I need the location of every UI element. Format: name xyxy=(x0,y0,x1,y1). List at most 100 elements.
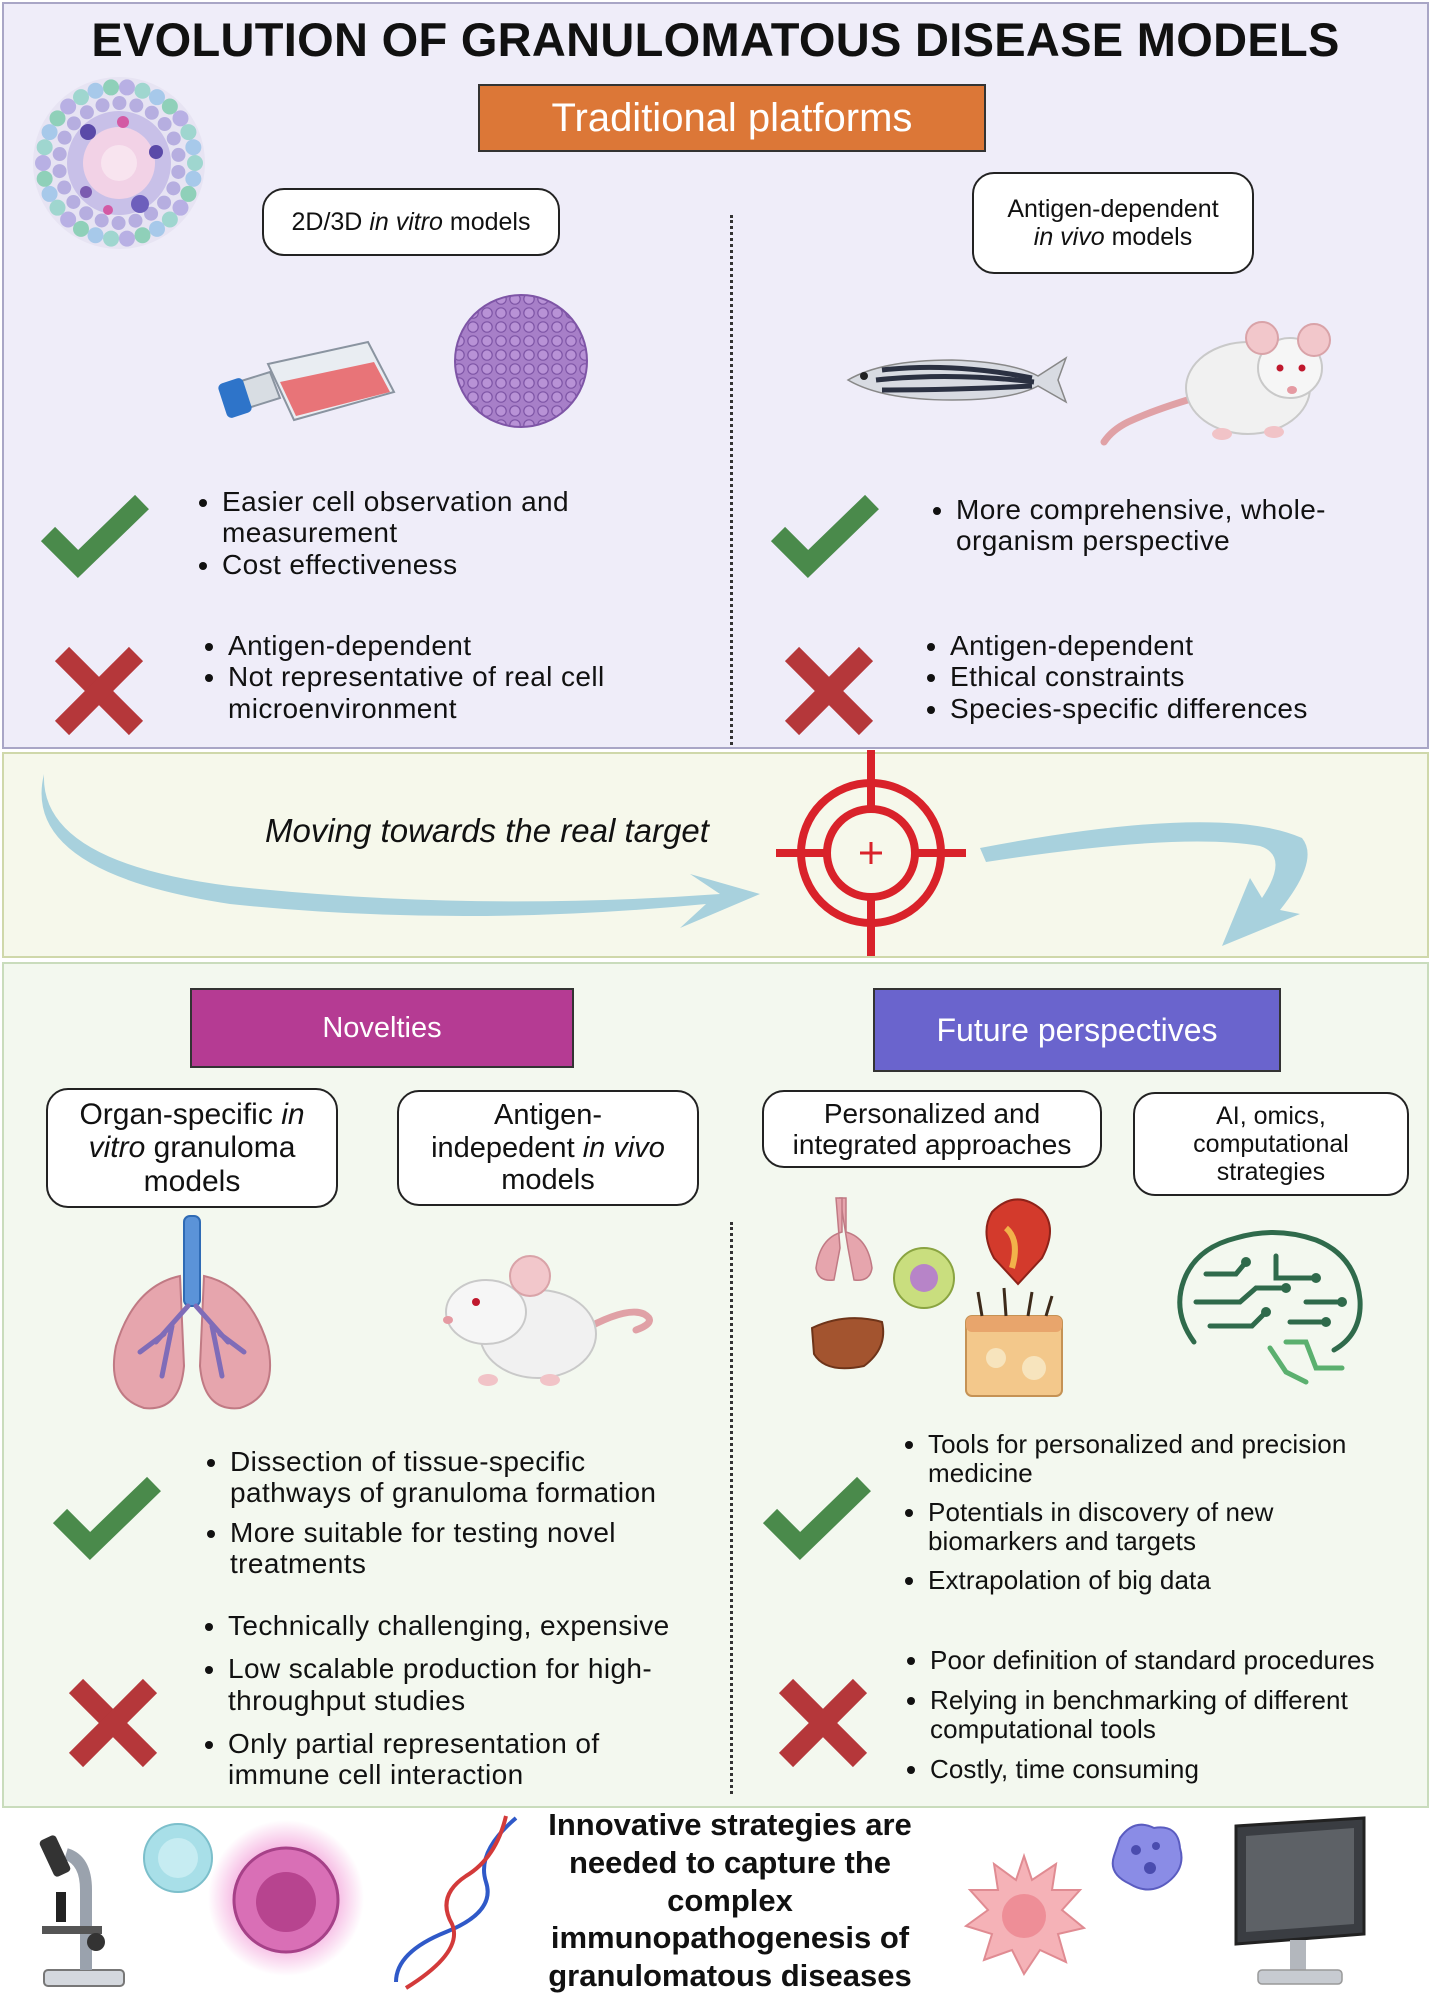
granuloma-cell xyxy=(112,96,127,111)
moving-towards-text: Moving towards the real target xyxy=(265,812,709,849)
progress-arrow-icon xyxy=(41,774,1308,946)
list-item: More comprehensive, whole-organism persp… xyxy=(956,494,1376,557)
granuloma-cell xyxy=(41,124,58,141)
list-item: Ethical constraints xyxy=(950,661,1370,692)
list-item: Cost effectiveness xyxy=(222,549,662,580)
list-item: Relying in benchmarking of different com… xyxy=(930,1685,1430,1744)
novelties-pros-list: Dissection of tissue-specific pathways o… xyxy=(198,1446,680,1587)
granuloma-icon xyxy=(33,77,205,249)
macrophage-icon xyxy=(1111,1823,1183,1891)
list-item: Potentials in discovery of new biomarker… xyxy=(928,1498,1408,1556)
list-item: Antigen-dependent xyxy=(228,630,668,661)
granuloma-cell xyxy=(161,211,178,228)
granuloma-cell xyxy=(111,215,126,230)
list-item: Extrapolation of big data xyxy=(928,1566,1408,1595)
granuloma-cell xyxy=(128,213,143,228)
granuloma-cell xyxy=(41,185,58,202)
list-item: Easier cell observation and measurement xyxy=(222,486,662,549)
list-item: Species-specific differences xyxy=(950,693,1370,724)
in-vitro-pros-list: Easier cell observation and measurement … xyxy=(190,486,662,580)
granuloma-cell xyxy=(79,206,94,221)
granuloma-cell xyxy=(118,79,135,96)
granuloma-cell xyxy=(157,195,172,210)
check-icon xyxy=(770,494,879,579)
traditional-platforms-banner: Traditional platforms xyxy=(478,84,986,152)
dendritic-cell-icon xyxy=(963,1852,1087,1976)
cross-icon xyxy=(784,646,874,736)
novelties-cons-list: Technically challenging, expensive Low s… xyxy=(196,1610,698,1803)
top-column-divider xyxy=(730,215,733,745)
list-item: Costly, time consuming xyxy=(930,1755,1430,1784)
list-item: Only partial representation of immune ce… xyxy=(228,1728,698,1791)
future-cons-list: Poor definition of standard procedures R… xyxy=(898,1645,1430,1795)
granuloma-cell xyxy=(134,82,151,99)
circuit-brain-icon xyxy=(1177,1230,1363,1385)
in-vitro-models-label: 2D/3D in vitro models xyxy=(262,188,560,256)
dna-strand-icon xyxy=(394,1815,518,1990)
list-item: Tools for personalized and precision med… xyxy=(928,1429,1408,1488)
granuloma-cell xyxy=(180,185,197,202)
cross-icon xyxy=(778,1678,868,1768)
granuloma-cell xyxy=(171,147,186,162)
mouse-icon xyxy=(1100,321,1331,446)
granuloma-cell xyxy=(144,206,159,221)
granuloma-cell xyxy=(185,170,202,187)
granuloma-cell xyxy=(149,220,165,237)
computer-monitor-icon xyxy=(1234,1816,1366,1985)
granuloma-cell xyxy=(57,130,72,145)
granuloma-cell xyxy=(73,89,89,106)
granuloma-cell xyxy=(49,110,66,127)
list-item: Antigen-dependent xyxy=(950,630,1370,661)
cross-icon xyxy=(54,646,144,736)
granuloma-cell xyxy=(172,110,189,127)
lungs-icon xyxy=(112,1215,272,1410)
granuloma-cell xyxy=(87,82,104,99)
granuloma-cell xyxy=(161,98,178,115)
granuloma-cell xyxy=(57,180,72,195)
granuloma-cell xyxy=(157,117,172,132)
check-icon xyxy=(40,494,149,579)
target-icon xyxy=(776,750,966,956)
granuloma-cell xyxy=(166,131,181,146)
granuloma-cell xyxy=(103,230,120,247)
granuloma-cell xyxy=(94,213,109,228)
glowing-cell-icon xyxy=(208,1820,364,1976)
granuloma-cell xyxy=(180,124,197,141)
granuloma-cell xyxy=(187,155,203,171)
cell-culture-flask-icon xyxy=(218,340,396,422)
granuloma-cell xyxy=(166,181,181,196)
conclusion-text: Innovative strategies are needed to capt… xyxy=(548,1807,912,1994)
list-item: Dissection of tissue-specific pathways o… xyxy=(230,1446,680,1509)
future-perspectives-banner: Future perspectives xyxy=(873,988,1281,1072)
granuloma-cell xyxy=(185,139,202,156)
transition-panel xyxy=(2,752,1429,958)
in-vivo-pros-list: More comprehensive, whole-organism persp… xyxy=(924,494,1376,557)
granuloma-cell xyxy=(95,98,110,113)
cell-icon xyxy=(143,1823,213,1893)
granuloma-cell xyxy=(35,155,51,171)
cross-icon xyxy=(68,1678,158,1768)
granuloma-cell xyxy=(134,227,151,244)
granuloma-cell xyxy=(118,230,135,247)
check-icon xyxy=(52,1476,161,1561)
granuloma-cell xyxy=(66,194,81,209)
mouse-icon xyxy=(443,1255,653,1386)
granuloma-cell xyxy=(87,227,104,244)
in-vivo-cons-list: Antigen-dependent Ethical constraints Sp… xyxy=(918,630,1370,724)
page-title: EVOLUTION OF GRANULOMATOUS DISEASE MODEL… xyxy=(91,13,1340,66)
check-icon xyxy=(762,1476,871,1561)
granuloma-cell xyxy=(103,79,120,96)
list-item: Low scalable production for high-through… xyxy=(228,1653,698,1716)
granuloma-cell xyxy=(172,199,189,216)
granuloma-cell xyxy=(36,139,53,156)
granuloma-cell xyxy=(149,89,165,106)
list-item: Poor definition of standard procedures xyxy=(930,1645,1430,1675)
granuloma-cell xyxy=(52,164,67,179)
granuloma-cell xyxy=(129,98,144,113)
granuloma-cell xyxy=(60,98,77,115)
